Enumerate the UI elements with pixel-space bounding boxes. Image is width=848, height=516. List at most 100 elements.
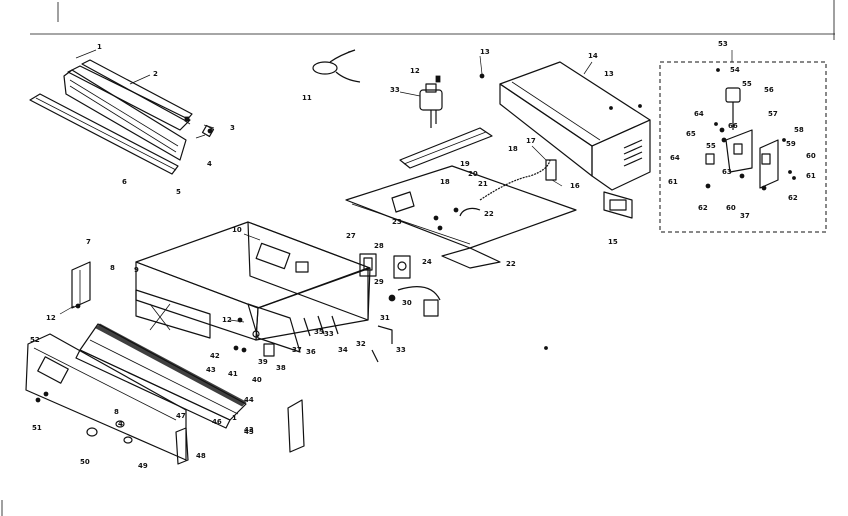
callout-48: 48 [196,452,206,460]
callout-23: 23 [392,218,402,226]
callout-52: 52 [30,336,40,344]
callout-39: 39 [258,358,268,366]
callout-labels: 1 2 3 4 5 6 7 8 9 10 11 12 12 12 13 13 1… [30,40,816,470]
callout-12: 12 [410,67,420,75]
part-9-window [135,289,211,339]
callout-33c: 33 [390,86,400,94]
callout-60b: 60 [726,204,736,212]
callout-42: 42 [210,352,220,360]
vent-slots [623,139,643,167]
callout-27: 27 [346,232,356,240]
callout-43b: 43 [244,426,254,434]
callout-6: 6 [122,178,127,186]
callout-22b: 22 [506,260,516,268]
callout-12c: 12 [222,316,232,324]
callout-58: 58 [794,126,804,134]
callout-37b: 37 [740,212,750,220]
callout-1b: 1 [232,414,237,422]
callout-19: 19 [460,160,470,168]
part-11-wire-harness [312,49,361,83]
callout-61b: 61 [668,178,678,186]
inset-detail-box [659,61,827,233]
part-17-flex-conduit [459,159,557,217]
callout-33: 33 [396,346,406,354]
part-3-clip [195,124,215,139]
leader-lines [59,49,733,323]
part-10-chassis [135,221,371,341]
callout-59: 59 [786,140,796,148]
callout-43: 43 [206,366,216,374]
callout-54: 54 [730,66,740,74]
callout-44: 44 [244,396,254,404]
callout-66: 66 [728,122,738,130]
callout-56: 56 [764,86,774,94]
callout-7: 7 [86,238,91,246]
callout-4: 4 [207,160,212,168]
callout-28: 28 [374,242,384,250]
part-43-control-panel [75,323,247,429]
part-52-front-panel [25,333,187,461]
callout-49: 49 [138,462,148,470]
callout-14: 14 [588,52,598,60]
callout-61: 61 [806,172,816,180]
hardware-cluster [233,303,339,357]
part-5-panel [63,69,187,161]
part-28-relay [393,255,411,279]
callout-38: 38 [276,364,286,372]
callout-16: 16 [570,182,580,190]
callout-11: 11 [302,94,312,102]
part-27-relay [359,253,377,277]
callout-55: 55 [742,80,752,88]
callout-29: 29 [374,278,384,286]
callout-9: 9 [134,266,139,274]
callout-46: 46 [212,418,222,426]
callout-8b: 8 [114,408,119,416]
callout-4b: 4 [118,420,123,428]
callout-18: 18 [508,145,518,153]
callout-24: 24 [422,258,432,266]
callout-1: 1 [97,43,102,51]
callout-37: 37 [292,346,302,354]
part-53-switch [419,75,443,128]
part-2-trim-strip [67,59,193,131]
callout-50: 50 [80,458,90,466]
callout-55b: 55 [706,142,716,150]
callout-53: 53 [718,40,728,48]
callout-2: 2 [153,70,158,78]
part-45-bracket [287,399,305,453]
callout-33b: 33 [324,330,334,338]
part-15-bracket [603,191,633,219]
callout-62b: 62 [698,204,708,212]
small-hardware [35,73,548,403]
callout-22: 22 [484,210,494,218]
callout-45: 45 [244,428,254,436]
callout-20: 20 [468,170,478,178]
part-22-base-plate [345,127,577,269]
callout-17: 17 [526,137,536,145]
part-7-side-bracket [71,261,91,309]
callout-34: 34 [338,346,348,354]
part-6-gasket [29,93,179,175]
callout-30: 30 [402,299,412,307]
callout-32: 32 [356,340,366,348]
callout-35: 35 [314,328,324,336]
callout-64b: 64 [670,154,680,162]
callout-57: 57 [768,110,778,118]
callout-63: 63 [722,168,732,176]
part-14-top-cover [499,61,651,191]
callout-36: 36 [306,348,316,356]
callout-3: 3 [230,124,235,132]
callout-31: 31 [380,314,390,322]
callout-40: 40 [252,376,262,384]
callout-47: 47 [176,412,186,420]
callout-5: 5 [176,188,181,196]
callout-13b: 13 [604,70,614,78]
callout-60: 60 [806,152,816,160]
callout-62: 62 [788,194,798,202]
callout-15: 15 [608,238,618,246]
callout-41: 41 [228,370,238,378]
part-48-bracket [175,427,189,465]
callout-10: 10 [232,226,242,234]
